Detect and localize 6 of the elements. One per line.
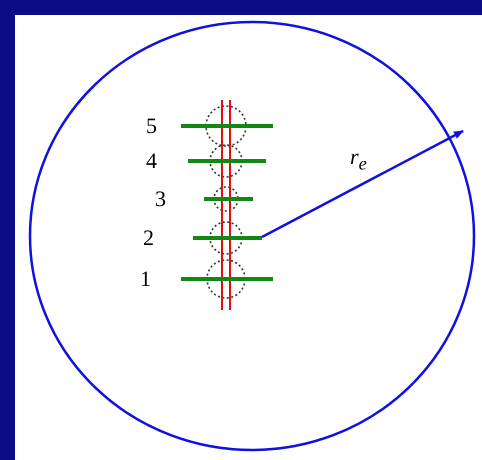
number-label: 1 bbox=[140, 268, 151, 290]
number-label: 5 bbox=[146, 115, 157, 137]
number-label: 2 bbox=[143, 227, 154, 249]
number-label: 4 bbox=[146, 150, 157, 172]
number-label: 3 bbox=[155, 188, 166, 210]
radius-label: r$_{e}$ bbox=[350, 146, 367, 174]
